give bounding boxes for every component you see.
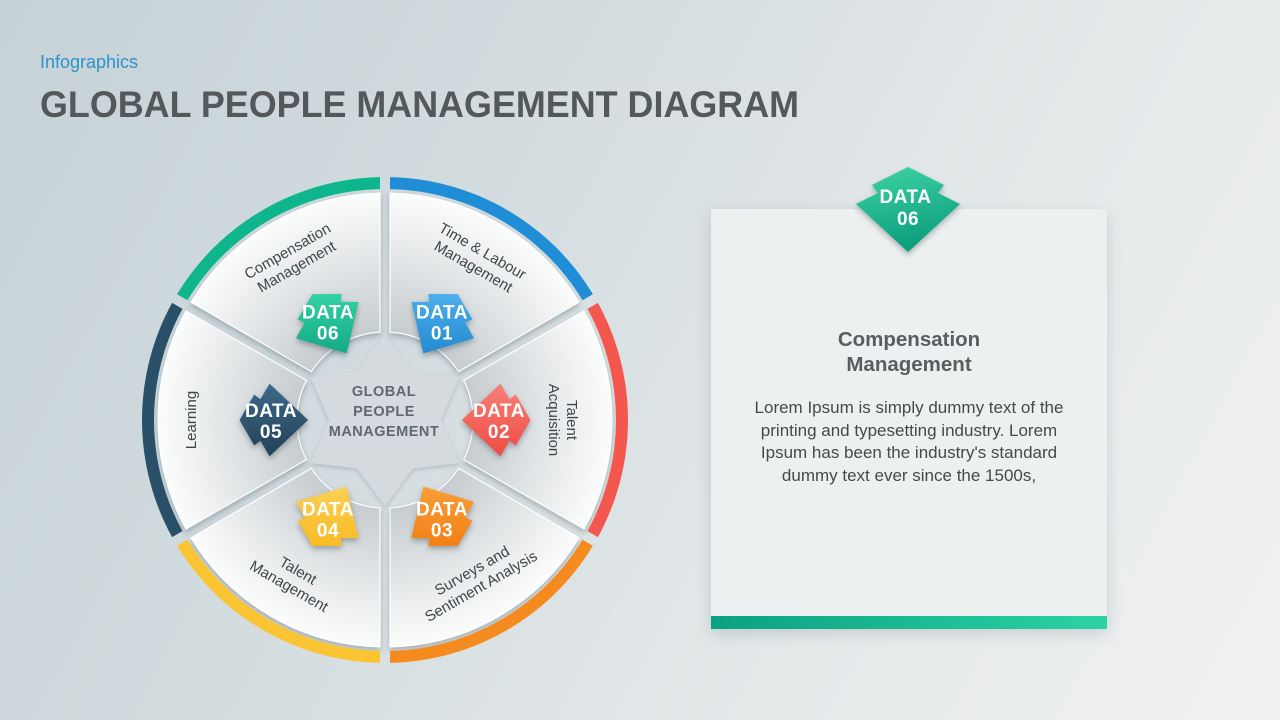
- segment-arc-learning: [142, 302, 183, 538]
- segment-label-learning: Learning: [183, 391, 200, 449]
- segment-petal-talent-acquisition[interactable]: [462, 310, 613, 530]
- segment-arc-talent-management: [177, 539, 380, 663]
- page-title: GLOBAL PEOPLE MANAGEMENT DIAGRAM: [40, 84, 800, 125]
- wheel-diagram: Time & LabourManagementTalentAcquisition…: [142, 177, 628, 663]
- segment-arc-surveys-and-sentiment-analysis: [390, 539, 593, 663]
- badge-data-05[interactable]: [239, 383, 309, 457]
- segment-arc-talent-acquisition: [587, 302, 628, 538]
- card-title-line2: Management: [846, 353, 972, 376]
- segment-arc-compensation-management: [177, 177, 380, 301]
- card-body-text: Lorem Ipsum is simply dummy text of the …: [754, 398, 1064, 485]
- badge-data-03[interactable]: [411, 486, 474, 546]
- badge-data-06[interactable]: [296, 294, 359, 354]
- segment-petal-learning[interactable]: [157, 310, 308, 530]
- detail-card: DATA 06 Compensation Management Lorem Ip…: [711, 167, 1107, 629]
- segment-label-talent-acquisition: TalentAcquisition: [545, 384, 580, 457]
- badge-data-04[interactable]: [296, 486, 359, 546]
- center-star: [310, 334, 460, 506]
- detail-card-badge[interactable]: DATA 06: [848, 159, 968, 259]
- eyebrow-label: Infographics: [40, 52, 139, 72]
- card-badge-label: DATA 06: [879, 187, 936, 230]
- badge-data-02[interactable]: [461, 383, 531, 457]
- card-badge-shape: [856, 167, 960, 252]
- segment-arc-time-labour-management: [390, 177, 593, 301]
- badge-data-01[interactable]: [411, 294, 474, 354]
- card-title: Compensation Management: [711, 327, 1107, 377]
- card-accent-bar: [711, 616, 1107, 629]
- card-title-line1: Compensation: [837, 328, 981, 351]
